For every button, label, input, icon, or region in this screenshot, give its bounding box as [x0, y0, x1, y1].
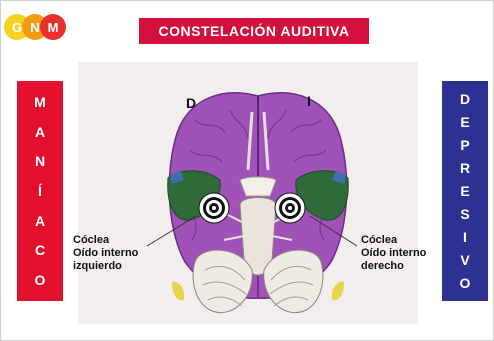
- left-bar-letter: O: [34, 272, 46, 289]
- left-callout: Cóclea Oído interno izquierdo: [73, 234, 138, 273]
- right-callout: Cóclea Oído interno derecho: [361, 234, 426, 273]
- right-bar-letter: I: [463, 229, 467, 246]
- gnm-logo: G N M: [4, 14, 82, 40]
- left-target: [198, 192, 230, 224]
- right-target: [274, 192, 306, 224]
- left-callout-line3: izquierdo: [73, 260, 122, 272]
- right-bar-letter: E: [460, 182, 470, 199]
- logo-letter-n: N: [30, 19, 40, 35]
- logo-letter-m: M: [47, 19, 59, 35]
- page-title: CONSTELACIÓN AUDITIVA: [139, 18, 369, 44]
- right-bar-letter: E: [460, 113, 470, 130]
- left-bar-letter: C: [34, 242, 46, 259]
- left-callout-line2: Oído interno: [73, 247, 139, 259]
- right-bar-letter: V: [460, 252, 470, 269]
- right-bar-letter: S: [460, 206, 470, 223]
- right-callout-line3: derecho: [361, 260, 404, 272]
- page-title-text: CONSTELACIÓN AUDITIVA: [158, 23, 350, 39]
- label-izquierdo-side: I: [307, 93, 311, 109]
- cerebellum-folia: [202, 265, 314, 307]
- left-yellow-tip: [172, 281, 185, 301]
- right-bar-letter: O: [459, 275, 471, 292]
- right-yellow-tip: [331, 281, 344, 301]
- left-blue-area: [170, 170, 184, 184]
- left-bar-letter: A: [34, 123, 46, 140]
- right-callout-line: [309, 215, 358, 247]
- logo-letter-g: G: [11, 19, 23, 35]
- right-bar-letter: P: [460, 136, 470, 153]
- right-callout-line1: Cóclea: [361, 234, 398, 246]
- left-cerebellum: [192, 249, 253, 314]
- logo-dot-m: M: [40, 14, 66, 40]
- left-callout-line1: Cóclea: [73, 234, 110, 246]
- left-bar-letter: N: [34, 153, 46, 170]
- left-bar-letter: Í: [38, 182, 42, 199]
- right-cerebellum: [263, 249, 324, 314]
- left-bar-letter: M: [34, 93, 46, 110]
- label-derecho-side: D: [186, 95, 197, 111]
- gyri-lines: [184, 109, 332, 241]
- olfactory-tracts: [246, 111, 270, 171]
- left-bar-letter: A: [34, 212, 46, 229]
- optic-chiasm: [239, 176, 277, 197]
- right-blue-area: [332, 170, 346, 184]
- right-bar-letter: R: [459, 159, 471, 176]
- right-bar-letter: D: [459, 90, 471, 107]
- right-callout-line2: Oído interno: [361, 247, 427, 259]
- left-callout-line: [146, 215, 197, 247]
